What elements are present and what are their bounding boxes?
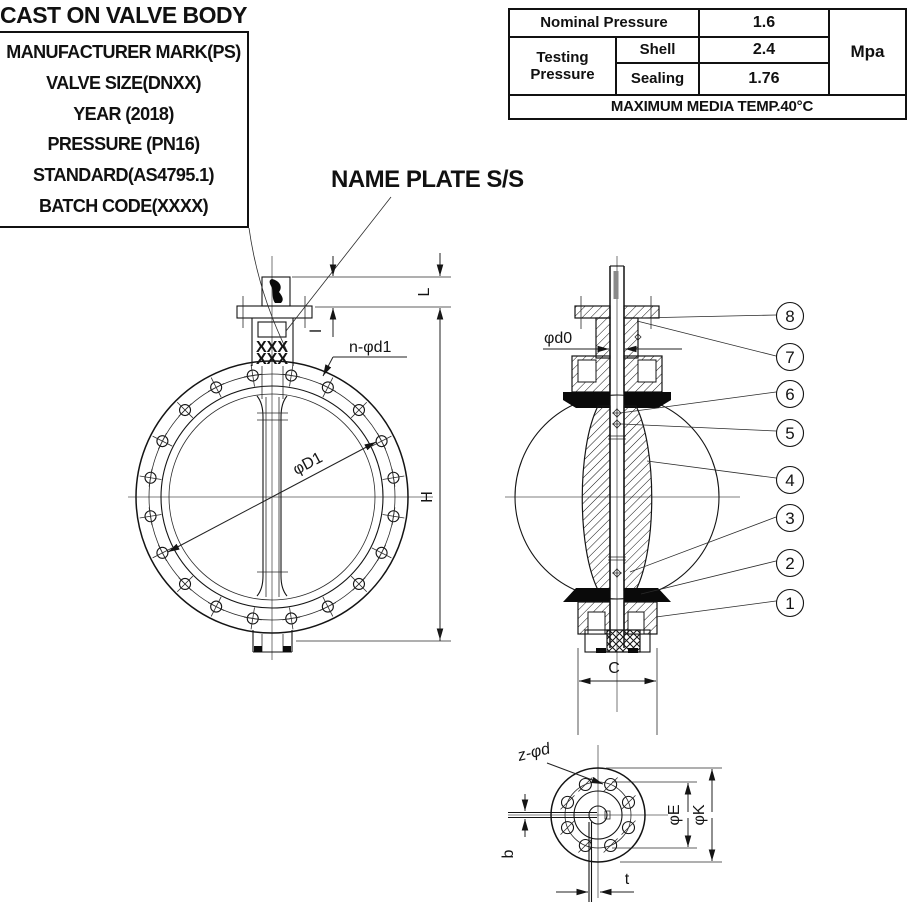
cell-max-media-temp: MAXIMUM MEDIA TEMP.40°C bbox=[610, 98, 814, 116]
front-flange-outer-circle bbox=[135, 360, 409, 634]
bottom-bolt-circle-label: φE bbox=[666, 804, 683, 825]
top-length-inner-label: l bbox=[308, 329, 325, 333]
cast-marks-row2: XXX bbox=[256, 351, 288, 368]
side-neck-left bbox=[595, 317, 611, 359]
bottom-stem-bore bbox=[588, 805, 608, 825]
front-bolt-holes bbox=[139, 364, 405, 630]
balloon-6: 6 bbox=[785, 385, 794, 404]
side-top-seal-right bbox=[624, 392, 671, 408]
side-section-view: φd0 C bbox=[505, 256, 740, 735]
balloon-8: 8 bbox=[785, 307, 794, 326]
front-disc-hub bbox=[256, 366, 288, 597]
testing-label-line1: Testing bbox=[536, 48, 589, 66]
bottom-keyway bbox=[604, 810, 611, 820]
name-plate-leader bbox=[285, 196, 392, 332]
side-neck-right bbox=[623, 317, 639, 359]
bottom-bolt-holes bbox=[560, 777, 636, 853]
cell-shell-value: 2.4 bbox=[700, 38, 830, 64]
face-to-face-label: C bbox=[608, 660, 620, 677]
height-label: H bbox=[419, 491, 436, 503]
cell-sealing-label: Sealing bbox=[617, 64, 700, 96]
cast-line-manufacturer: MANUFACTURER MARK(PS) bbox=[6, 41, 241, 62]
name-plate bbox=[257, 321, 287, 338]
balloon-leaders bbox=[619, 314, 777, 618]
balloon-1: 1 bbox=[785, 594, 794, 613]
cast-box-heading: CAST ON VALVE BODY bbox=[0, 2, 248, 28]
cast-line-pressure: PRESSURE (PN16) bbox=[47, 134, 200, 155]
cell-nominal-pressure-value: 1.6 bbox=[700, 10, 830, 38]
front-top-works bbox=[236, 276, 313, 366]
bottom-hub-circle bbox=[573, 790, 623, 840]
cell-testing-pressure-label: Testing Pressure bbox=[510, 38, 617, 96]
side-bottom-seal-left bbox=[563, 588, 610, 602]
pressure-table: Nominal Pressure 1.6 Mpa Testing Pressur… bbox=[508, 8, 907, 120]
side-top-plate-left bbox=[574, 305, 611, 319]
cell-unit: Mpa bbox=[830, 10, 905, 96]
front-view: XXX XXX bbox=[128, 196, 433, 660]
stem-keyway-slot bbox=[613, 271, 619, 299]
cast-box-leader bbox=[248, 227, 288, 352]
front-dimensions: n-φd1 φD1 L l H bbox=[167, 253, 451, 642]
cast-line-year: YEAR (2018) bbox=[73, 103, 174, 124]
front-raised-face-circle bbox=[160, 385, 384, 609]
bottom-end-view: b t z-φd φE φK bbox=[500, 740, 722, 902]
cast-marks-row1: XXX bbox=[256, 339, 288, 356]
balloon-4: 4 bbox=[785, 471, 794, 490]
side-body-circle bbox=[514, 394, 720, 600]
bottom-holes-label: z-φd bbox=[515, 740, 553, 765]
cell-sealing-value: 1.76 bbox=[700, 64, 830, 96]
bottom-flange-outer-circle bbox=[550, 767, 646, 863]
cast-on-valve-body-box: MANUFACTURER MARK(PS) VALVE SIZE(DNXX) Y… bbox=[0, 31, 249, 228]
side-bottom-seal-right bbox=[624, 588, 671, 602]
key-depth-label: t bbox=[625, 871, 630, 888]
cell-shell-label: Shell bbox=[617, 38, 700, 64]
testing-label-line2: Pressure bbox=[530, 66, 595, 83]
front-bottom-stub bbox=[252, 630, 293, 653]
bottom-flange-od-label: φK bbox=[691, 804, 708, 825]
stem-diameter-label: φd0 bbox=[544, 330, 572, 347]
cell-nominal-pressure-label: Nominal Pressure bbox=[510, 10, 700, 38]
front-bolt-circle-label: φD1 bbox=[290, 449, 325, 479]
cast-line-batch: BATCH CODE(XXXX) bbox=[38, 196, 209, 217]
key-width-label: b bbox=[500, 849, 517, 858]
side-disc-left bbox=[581, 405, 611, 591]
side-top-seal-left bbox=[563, 392, 610, 408]
balloon-7: 7 bbox=[785, 348, 794, 367]
cast-line-standard: STANDARD(AS4795.1) bbox=[33, 165, 215, 186]
front-iso-pad bbox=[236, 305, 313, 319]
side-bottom-cap bbox=[606, 629, 641, 653]
name-plate-label: NAME PLATE S/S bbox=[331, 166, 524, 193]
balloon-5: 5 bbox=[785, 424, 794, 443]
stem-top-lever-silhouette bbox=[269, 279, 283, 303]
front-bolt-circle bbox=[148, 373, 396, 621]
side-top-plate-right bbox=[623, 305, 660, 319]
balloon-3: 3 bbox=[785, 509, 794, 528]
top-length-label: L bbox=[416, 287, 433, 296]
cast-line-valve-size: VALVE SIZE(DNXX) bbox=[46, 72, 201, 93]
part-balloons: 8 7 6 5 4 3 2 1 bbox=[775, 301, 805, 618]
side-disc-right bbox=[623, 405, 653, 591]
balloon-2: 2 bbox=[785, 554, 794, 573]
front-bolt-holes-label: n-φd1 bbox=[349, 339, 392, 356]
front-bore-circle bbox=[168, 393, 376, 601]
